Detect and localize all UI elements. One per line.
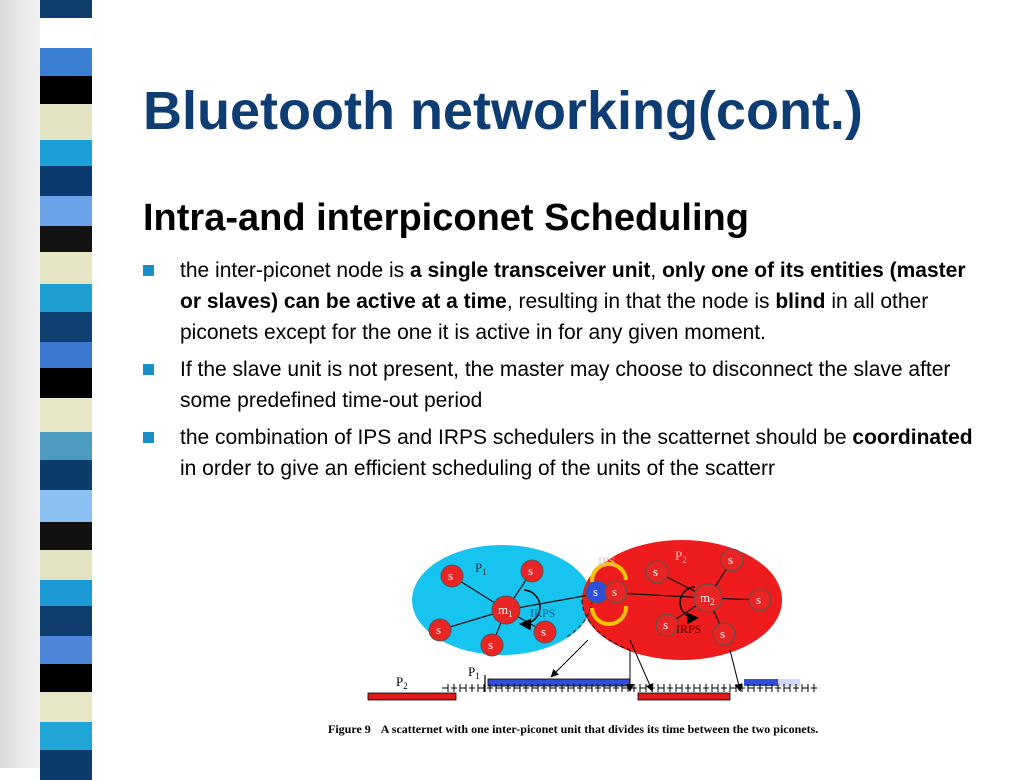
square-bullet-icon bbox=[143, 364, 154, 375]
slave-node bbox=[428, 618, 452, 642]
node-label: s bbox=[728, 552, 733, 567]
piconet-1-label: P1 bbox=[475, 560, 487, 577]
slave-node bbox=[712, 622, 736, 646]
cropped-text-overlay bbox=[312, 520, 352, 544]
bullet-item: the combination of IPS and IRPS schedule… bbox=[140, 422, 980, 484]
node-label: s bbox=[612, 584, 617, 599]
node-label: s bbox=[663, 617, 668, 632]
slave-node bbox=[604, 580, 628, 604]
node-label: s bbox=[488, 637, 493, 652]
bullet-item: the inter-piconet node is a single trans… bbox=[140, 255, 980, 348]
node-label: m1 bbox=[498, 602, 513, 619]
slave-node bbox=[720, 548, 744, 572]
node-label: s bbox=[528, 563, 533, 578]
timeline-p1-label: P1 bbox=[468, 664, 480, 681]
slave-node bbox=[533, 620, 557, 644]
master-node bbox=[693, 583, 723, 613]
node-label: s bbox=[756, 592, 761, 607]
irps-label-2: IRPS bbox=[676, 622, 701, 636]
caption-number: Figure 9 bbox=[328, 722, 371, 736]
bullet-list: the inter-piconet node is a single trans… bbox=[140, 255, 980, 490]
node-label: s bbox=[448, 568, 453, 583]
bullet-item: If the slave unit is not present, the ma… bbox=[140, 354, 980, 416]
slave-node bbox=[748, 588, 772, 612]
slave-node bbox=[645, 560, 669, 584]
slide-title: Bluetooth networking(cont.) bbox=[143, 81, 863, 141]
node-label: s bbox=[653, 564, 658, 579]
master-node bbox=[491, 595, 521, 625]
piconet-2-label: P2 bbox=[675, 548, 687, 565]
node-label: s bbox=[593, 584, 598, 599]
slave-node bbox=[520, 559, 544, 583]
decorative-stripe bbox=[0, 0, 118, 780]
slave-node bbox=[655, 613, 679, 637]
node-label: s bbox=[436, 622, 441, 637]
slave-node bbox=[440, 564, 464, 588]
time-slot-timeline: P1 P2 bbox=[367, 639, 820, 701]
ips-label: IPS bbox=[598, 554, 615, 568]
square-bullet-icon bbox=[143, 432, 154, 443]
node-label: s bbox=[720, 626, 725, 641]
irps-label-1: IRPS bbox=[530, 606, 555, 620]
timeline-p2-label: P2 bbox=[396, 674, 408, 691]
caption-text: A scatternet with one inter-piconet unit… bbox=[380, 722, 819, 736]
square-bullet-icon bbox=[143, 265, 154, 276]
node-label: m2 bbox=[700, 590, 715, 607]
node-label: s bbox=[541, 624, 546, 639]
figure-caption: Figure 9 A scatternet with one inter-pico… bbox=[328, 722, 828, 737]
slave-node bbox=[480, 633, 504, 657]
section-subtitle: Intra-and interpiconet Scheduling bbox=[143, 197, 749, 239]
